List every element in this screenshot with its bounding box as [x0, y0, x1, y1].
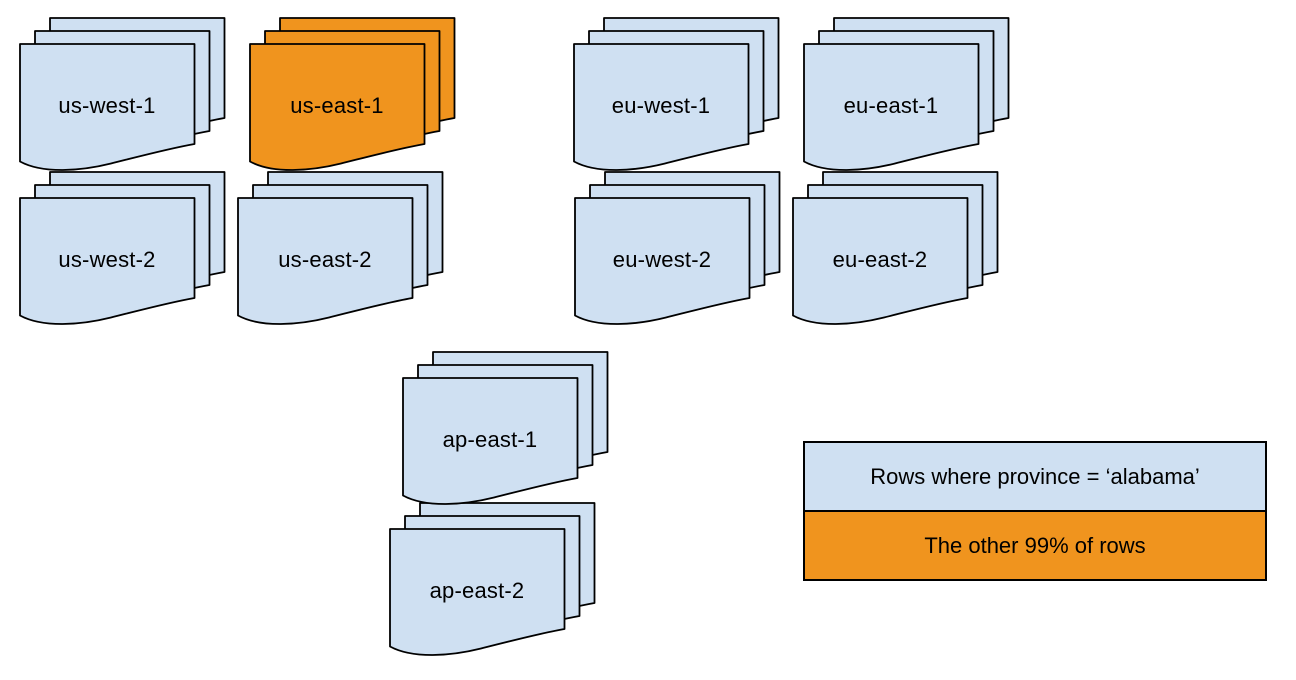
- document-shape-front: [574, 197, 751, 329]
- region-stack-us-west-2: us-west-2: [19, 171, 226, 329]
- region-stack-us-west-1: us-west-1: [19, 17, 226, 175]
- region-label-us-east-2: us-east-2: [278, 247, 372, 272]
- document-shape-front: [19, 197, 196, 329]
- region-label-eu-west-2: eu-west-2: [612, 247, 712, 272]
- document-shape-front: [237, 197, 414, 329]
- region-stack-ap-east-1: ap-east-1: [402, 351, 609, 509]
- legend-row-label: The other 99% of rows: [924, 532, 1146, 558]
- region-stack-eu-west-1: eu-west-1: [573, 17, 780, 175]
- document-shape-front: [803, 43, 980, 175]
- document-shape-front: [573, 43, 750, 175]
- legend-row-alabama: Rows where province = ‘alabama’: [805, 443, 1265, 510]
- region-stack-eu-east-2: eu-east-2: [792, 171, 999, 329]
- region-stack-eu-west-2: eu-west-2: [574, 171, 781, 329]
- region-stack-ap-east-2: ap-east-2: [389, 502, 596, 660]
- region-label-us-east-1: us-east-1: [290, 93, 384, 118]
- document-shape-front: [19, 43, 196, 175]
- region-label-ap-east-2: ap-east-2: [429, 578, 525, 603]
- region-label-eu-west-1: eu-west-1: [611, 93, 711, 118]
- region-stack-eu-east-1: eu-east-1: [803, 17, 1010, 175]
- region-label-us-west-2: us-west-2: [58, 247, 156, 272]
- region-stack-us-east-1: us-east-1: [249, 17, 456, 175]
- region-stack-us-east-2: us-east-2: [237, 171, 444, 329]
- region-label-ap-east-1: ap-east-1: [442, 427, 538, 452]
- legend-row-label: Rows where province = ‘alabama’: [870, 463, 1200, 489]
- legend-row-other-rows: The other 99% of rows: [805, 510, 1265, 579]
- region-label-eu-east-1: eu-east-1: [843, 93, 939, 118]
- region-label-us-west-1: us-west-1: [58, 93, 156, 118]
- region-label-eu-east-2: eu-east-2: [832, 247, 928, 272]
- legend: Rows where province = ‘alabama’ The other…: [803, 441, 1267, 581]
- document-shape-front: [389, 528, 566, 660]
- document-shape-front: [792, 197, 969, 329]
- document-shape-front: [402, 377, 579, 509]
- document-shape-front: [249, 43, 426, 175]
